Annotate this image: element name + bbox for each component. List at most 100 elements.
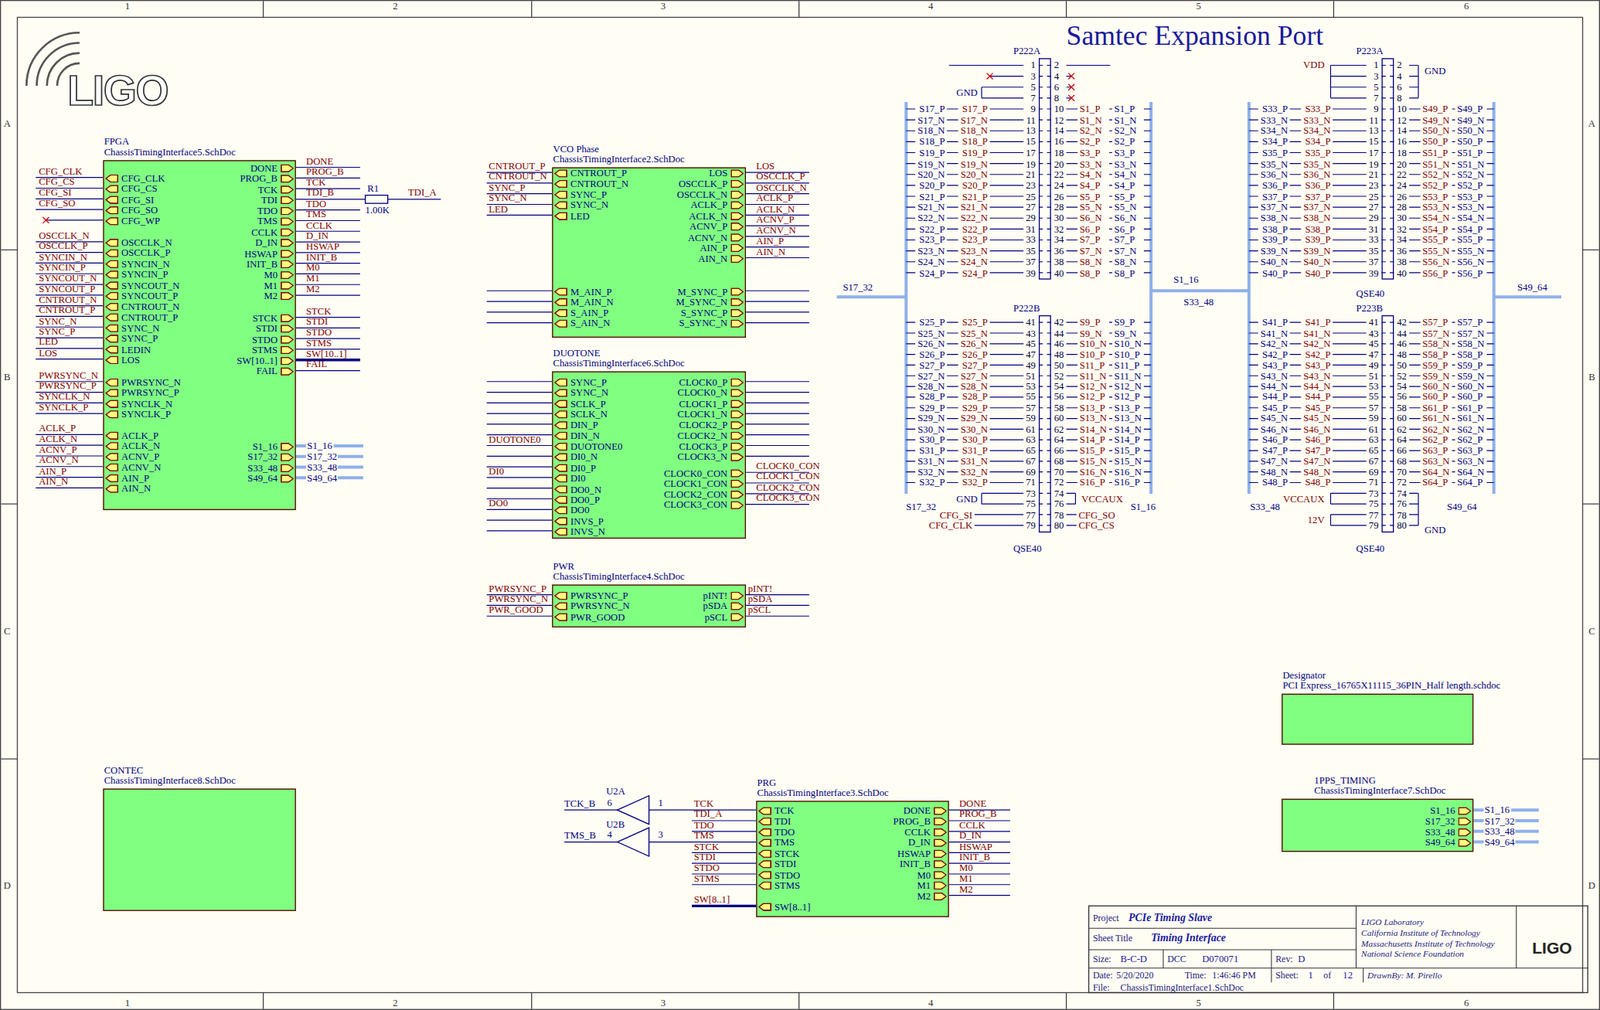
border-index: 6 bbox=[1463, 997, 1469, 1008]
bus-entry-label: S50_N bbox=[1457, 125, 1485, 137]
net-label: CFG_SI bbox=[939, 510, 973, 521]
connector-body: P223AQSE40 bbox=[1381, 57, 1394, 280]
port-label: CNTROUT_N bbox=[553, 179, 630, 190]
net-label: S50_P bbox=[1422, 136, 1448, 147]
title-block-note: California Institute of Technology bbox=[1361, 928, 1481, 937]
bus-entry-label: S59_P bbox=[1457, 360, 1483, 371]
net-label: TMS bbox=[306, 209, 327, 220]
bus-entry-label: S46_P bbox=[1262, 435, 1288, 446]
port-label: SYNCIN_P bbox=[104, 269, 169, 280]
net-label: S3_P bbox=[1079, 147, 1101, 158]
net-label: CFG_SO bbox=[1078, 510, 1115, 521]
net-label: SW[8..1] bbox=[694, 895, 730, 906]
net-label: AIN_P bbox=[38, 466, 67, 477]
net-label: S57_N bbox=[1422, 328, 1450, 339]
net-label: S40_P bbox=[1304, 268, 1331, 279]
bus-entry-label: S26_N bbox=[917, 338, 945, 349]
pin-number: 25 bbox=[1025, 191, 1036, 202]
port-label: CNTROUT_N bbox=[104, 301, 181, 312]
net-label: S33_P bbox=[1304, 104, 1331, 115]
net-label: SYNCOUT_N bbox=[38, 272, 97, 283]
pin-number: 68 bbox=[1054, 456, 1065, 467]
net-label: PWRSYNC_N bbox=[488, 594, 549, 605]
net-label: S32_N bbox=[960, 466, 988, 477]
bus-entry-label: S14_N bbox=[1114, 424, 1142, 435]
pin-number: 61 bbox=[1025, 424, 1036, 435]
net-label: S36_N bbox=[1303, 169, 1331, 180]
bus-entry-label: S19_N bbox=[917, 158, 945, 169]
pin-number: 51 bbox=[1025, 371, 1036, 382]
net-label: CFG_SI bbox=[38, 187, 72, 198]
net-label: TDO bbox=[306, 198, 327, 209]
net-label: S48_P bbox=[1304, 477, 1331, 488]
pin-number: 8 bbox=[1054, 93, 1059, 104]
bus-entry-label: S14_P bbox=[1114, 435, 1141, 446]
port-label: CFG_CLK bbox=[104, 173, 166, 184]
pin-number: 56 bbox=[1396, 392, 1407, 403]
pin-number: 8 bbox=[1396, 93, 1402, 104]
port-label: SYNCOUT_P bbox=[104, 291, 179, 302]
pin-number: 70 bbox=[1396, 466, 1407, 477]
net-label: S2_N bbox=[1079, 125, 1103, 137]
border-index: A bbox=[1588, 118, 1596, 129]
bus-entry-label: S17_32 bbox=[905, 502, 937, 513]
designator-text: R1 bbox=[367, 183, 379, 195]
port-label: D_IN bbox=[908, 837, 948, 848]
net-label: S49_P bbox=[1422, 104, 1448, 115]
bus-entry-label: S23_N bbox=[917, 245, 945, 256]
net-label: S11_P bbox=[1079, 360, 1106, 371]
net-label: S31_P bbox=[962, 445, 988, 457]
net-label: S2_P bbox=[1079, 136, 1101, 147]
title-block-text: 5/20/2020 bbox=[1116, 970, 1154, 981]
bus-entry-label: S33_48 bbox=[1249, 502, 1280, 513]
port-label: M_AIN_P bbox=[553, 286, 613, 297]
net-label: S64_N bbox=[1422, 466, 1450, 477]
port-label: TCK bbox=[258, 184, 296, 195]
border-index: 2 bbox=[392, 997, 398, 1008]
bus-entry-label: S10_N bbox=[1114, 338, 1142, 349]
bus-entry-label: S22_P bbox=[919, 224, 945, 235]
bus-entry-label: S24_N bbox=[917, 256, 945, 267]
designator: DUOTONE bbox=[553, 347, 601, 358]
net-label: CFG_CLK bbox=[38, 166, 82, 177]
bus-entry-label: S37_N bbox=[1260, 202, 1288, 213]
pin-number: 5 bbox=[1031, 81, 1036, 92]
bus-entry-label: S55_N bbox=[1457, 245, 1485, 256]
net-label: TMS_B bbox=[564, 830, 596, 841]
pin-number: 22 bbox=[1054, 169, 1065, 180]
pin-number: 23 bbox=[1025, 180, 1036, 191]
net-label: S45_N bbox=[1303, 413, 1331, 424]
port-label: DO0_N bbox=[553, 483, 603, 494]
net-label: M1 bbox=[306, 273, 320, 284]
pin-number: 45 bbox=[1368, 338, 1379, 349]
net-label: S9_N bbox=[1079, 328, 1103, 339]
pin-number: 76 bbox=[1054, 499, 1065, 510]
pin-number: 25 bbox=[1368, 191, 1379, 202]
pin-number: 72 bbox=[1396, 477, 1407, 488]
net-label: S9_P bbox=[1079, 317, 1101, 328]
pin-number: 55 bbox=[1025, 392, 1036, 403]
pin-number: 6 bbox=[1396, 81, 1402, 92]
net-label: AIN_N bbox=[38, 476, 69, 487]
bus-entry-label: S55_P bbox=[1457, 234, 1483, 246]
net-label: LED bbox=[38, 337, 58, 348]
bus-entry-label: S44_N bbox=[1260, 381, 1288, 392]
bus-entry-label: S61_N bbox=[1457, 413, 1485, 424]
bus-entry-label: S38_P bbox=[1262, 224, 1288, 235]
pin-number: 61 bbox=[1368, 424, 1379, 435]
port-label: M_AIN_N bbox=[553, 297, 614, 308]
sheet-symbol: CONTECChassisTimingInterface8.SchDoc bbox=[102, 788, 297, 911]
pin-number: 33 bbox=[1368, 234, 1379, 246]
net-label: S20_P bbox=[962, 180, 988, 191]
file-name: ChassisTimingInterface5.SchDoc bbox=[104, 146, 236, 157]
file-name: ChassisTimingInterface6.SchDoc bbox=[553, 357, 685, 368]
pin-number: 26 bbox=[1054, 191, 1065, 202]
border-index: 6 bbox=[1463, 1, 1469, 12]
designator: FPGA bbox=[104, 136, 130, 147]
net-label: D_IN bbox=[959, 830, 982, 841]
port-label: SYNC_P bbox=[553, 377, 608, 388]
net-label: S15_P bbox=[1079, 445, 1106, 457]
net-label: S62_N bbox=[1422, 424, 1450, 435]
bus-entry-label: S48_P bbox=[1262, 477, 1288, 488]
